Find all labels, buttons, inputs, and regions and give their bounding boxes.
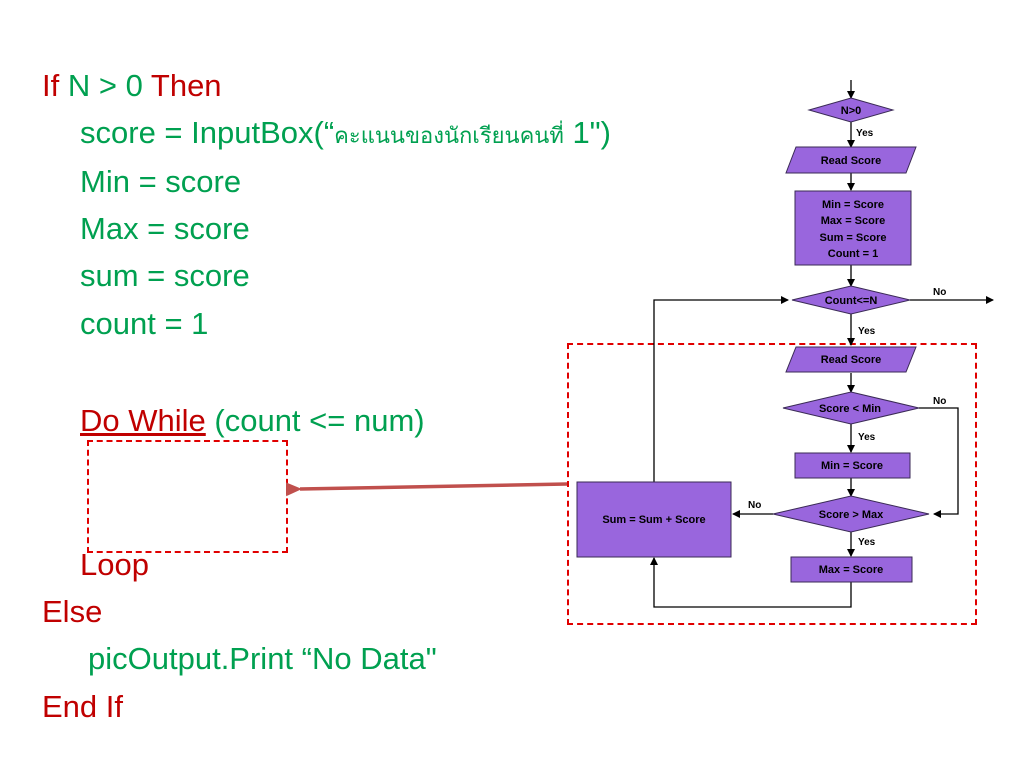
init-line-3: Sum = Score xyxy=(820,232,887,244)
placeholder-dashed-box xyxy=(87,440,288,553)
code-line-endif: End If xyxy=(42,689,123,724)
if-keyword: If xyxy=(42,68,60,103)
read-score-2-shape xyxy=(785,346,917,373)
code-line-score: score = InputBox(“คะแนนของนักเรียนคนที่ … xyxy=(80,115,611,155)
score-thai-prompt: คะแนนของนักเรียนคนที่ xyxy=(334,124,564,149)
flow-arrow-max-to-sum xyxy=(650,557,852,608)
code-line-max: Max = score xyxy=(80,211,250,246)
init-line-2: Max = Score xyxy=(821,215,886,227)
assign-max-label: Max = Score xyxy=(819,564,884,576)
init-box-shape xyxy=(794,190,912,266)
yes-label-2: Yes xyxy=(858,326,876,337)
code-line-if: If N > 0 Then xyxy=(42,68,222,104)
read-score-1-shape xyxy=(785,146,917,174)
assign-max-shape xyxy=(790,556,913,583)
read-score-1-label: Read Score xyxy=(821,155,882,167)
flow-arrow-loop-back xyxy=(653,296,789,482)
score-suffix: 1") xyxy=(563,115,612,150)
yes-label-1: Yes xyxy=(856,128,874,139)
decision-count-label: Count<=N xyxy=(825,295,878,307)
sum-box-label: Sum = Sum + Score xyxy=(602,514,705,526)
no-label-min: No xyxy=(933,396,946,407)
code-line-count: count = 1 xyxy=(80,306,209,341)
decision-min-label: Score < Min xyxy=(819,403,881,415)
flow-arrow-min-no xyxy=(919,407,959,518)
code-line-min: Min = score xyxy=(80,164,242,199)
do-while-condition: (count <= num) xyxy=(214,403,425,438)
read-score-2-label: Read Score xyxy=(821,354,882,366)
code-line-sum: sum = score xyxy=(80,258,250,293)
code-line-loop: Loop xyxy=(80,547,149,582)
decision-count-shape xyxy=(791,285,911,315)
init-line-1: Min = Score xyxy=(822,199,884,211)
assign-min-shape xyxy=(794,452,911,479)
decision-min-shape xyxy=(782,391,920,425)
no-label-max: No xyxy=(748,500,761,511)
loop-region-dashed-box xyxy=(567,343,977,625)
code-line-print: picOutput.Print “No Data" xyxy=(88,641,437,676)
yes-label-4: Yes xyxy=(858,537,876,548)
decision-n-shape xyxy=(807,97,895,123)
decision-max-shape xyxy=(772,495,930,533)
code-line-else: Else xyxy=(42,594,103,629)
code-line-do-while: Do While (count <= num) xyxy=(80,403,425,439)
yes-label-3: Yes xyxy=(858,432,876,443)
init-line-4: Count = 1 xyxy=(828,248,878,260)
decision-max-label: Score > Max xyxy=(819,509,884,521)
if-condition: N > 0 xyxy=(67,68,143,103)
decision-n-label: N>0 xyxy=(841,105,862,117)
do-while-keyword: Do While xyxy=(80,403,206,438)
pointer-arrow xyxy=(285,482,568,497)
sum-box-shape xyxy=(576,481,732,558)
no-label-count: No xyxy=(933,287,946,298)
score-prefix: score = InputBox(“ xyxy=(80,115,335,150)
assign-min-label: Min = Score xyxy=(821,460,883,472)
then-keyword: Then xyxy=(150,68,222,103)
